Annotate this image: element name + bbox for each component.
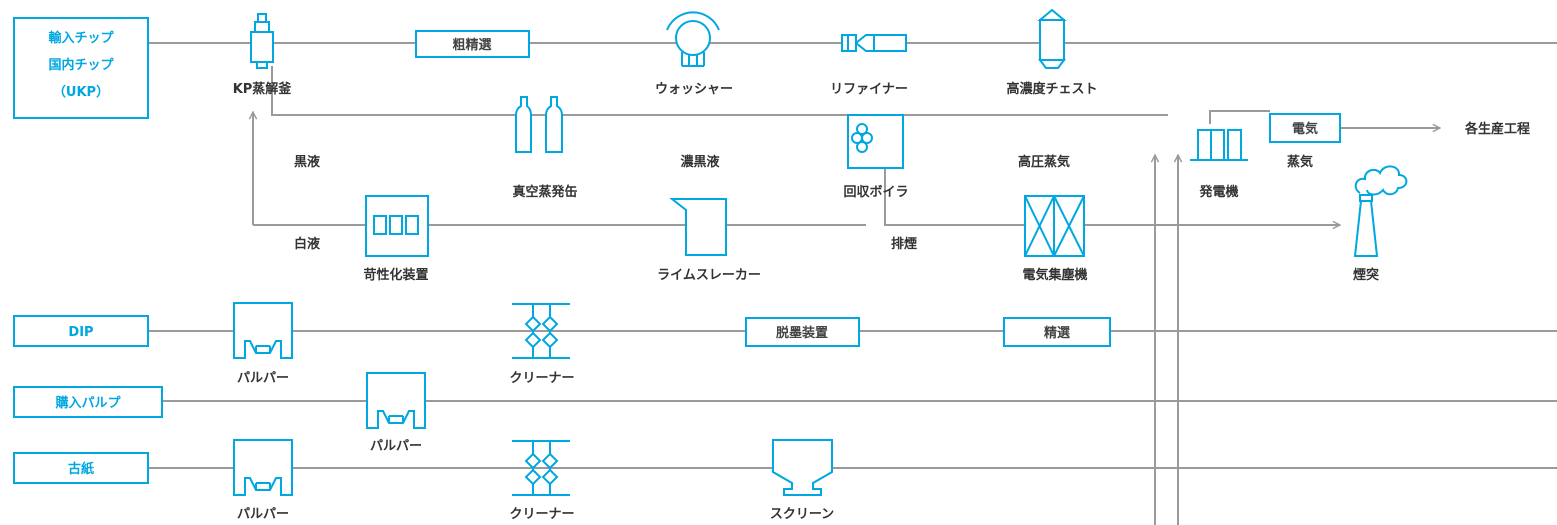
deinking-label: 脱墨装置 [776, 325, 828, 341]
electricity-label: 電気 [1292, 121, 1318, 137]
kp-digester-label: KP蒸解釜 [233, 81, 293, 97]
source-waste-paper-label: 古紙 [68, 461, 94, 477]
vacuum-evaporator-label: 真空蒸発缶 [512, 184, 577, 200]
refiner-label: リファイナー [830, 82, 908, 97]
kp-digester-icon [250, 13, 274, 69]
screening-dip-label: 精選 [1044, 325, 1070, 341]
lime-slaker-label: ライムスレーカー [657, 268, 761, 283]
source-dip-label: DIP [68, 325, 93, 340]
electrostatic-precipitator-label: 電気集塵機 [1022, 267, 1087, 283]
electrostatic-precipitator-icon [1024, 195, 1085, 257]
chimney-icon [1353, 165, 1408, 257]
white-liquor-label: 白液 [294, 236, 320, 252]
flue-gas-label: 排煙 [891, 236, 917, 252]
source-purchased-pulp-box: 購入パルプ [13, 386, 163, 418]
pulper-purchased-label: パルパー [370, 439, 422, 454]
causticizer-icon [365, 195, 429, 257]
hd-chest-label: 高濃度チェスト [1006, 81, 1097, 97]
black-liquor-label: 黒液 [294, 154, 320, 170]
screen-waste-label: スクリーン [770, 507, 834, 522]
cleaner-waste-icon [512, 440, 570, 496]
pulper-waste-icon [233, 439, 293, 496]
chimney-label: 煙突 [1353, 267, 1379, 283]
vacuum-evaporator-icon [515, 96, 563, 153]
coarse-screening-box: 粗精選 [415, 30, 530, 58]
pulper-purchased-icon [366, 372, 426, 429]
source-kp-line2: 国内チップ [48, 57, 114, 73]
source-kp-line3: （UKP） [53, 84, 109, 100]
generator-label: 発電機 [1198, 184, 1238, 200]
source-waste-paper-box: 古紙 [13, 452, 149, 484]
cleaner-waste-label: クリーナー [509, 507, 574, 522]
coarse-screening-label: 粗精選 [452, 37, 491, 53]
source-dip-box: DIP [13, 315, 149, 347]
deinking-box: 脱墨装置 [745, 317, 860, 347]
source-purchased-pulp-label: 購入パルプ [54, 395, 121, 411]
washer-label: ウォッシャー [655, 82, 733, 97]
steam-label: 蒸気 [1287, 154, 1313, 170]
lime-slaker-icon [669, 198, 727, 256]
concentrated-black-liquor-label: 濃黒液 [680, 154, 719, 170]
hd-chest-icon [1037, 8, 1067, 69]
electricity-label-box: 電気 [1269, 113, 1341, 143]
causticizer-label: 苛性化装置 [363, 267, 428, 283]
source-kp-box: 輸入チップ 国内チップ （UKP） [13, 17, 149, 119]
recovery-boiler-label: 回収ボイラ [843, 184, 908, 200]
pulper-waste-label: パルパー [237, 507, 289, 522]
screening-dip-box: 精選 [1003, 317, 1111, 347]
refiner-icon [841, 34, 907, 52]
cleaner-dip-label: クリーナー [509, 371, 574, 386]
washer-icon [666, 11, 720, 67]
source-kp-line1: 輸入チップ [48, 30, 114, 46]
high-pressure-steam-label: 高圧蒸気 [1018, 154, 1070, 170]
recovery-boiler-icon [847, 114, 904, 169]
to-production-label: 各生産工程 [1464, 121, 1530, 137]
screen-waste-icon [772, 439, 833, 496]
pulper-dip-label: パルパー [237, 371, 289, 386]
generator-icon [1190, 129, 1248, 161]
pulper-dip-icon [233, 302, 293, 359]
cleaner-dip-icon [512, 303, 570, 359]
